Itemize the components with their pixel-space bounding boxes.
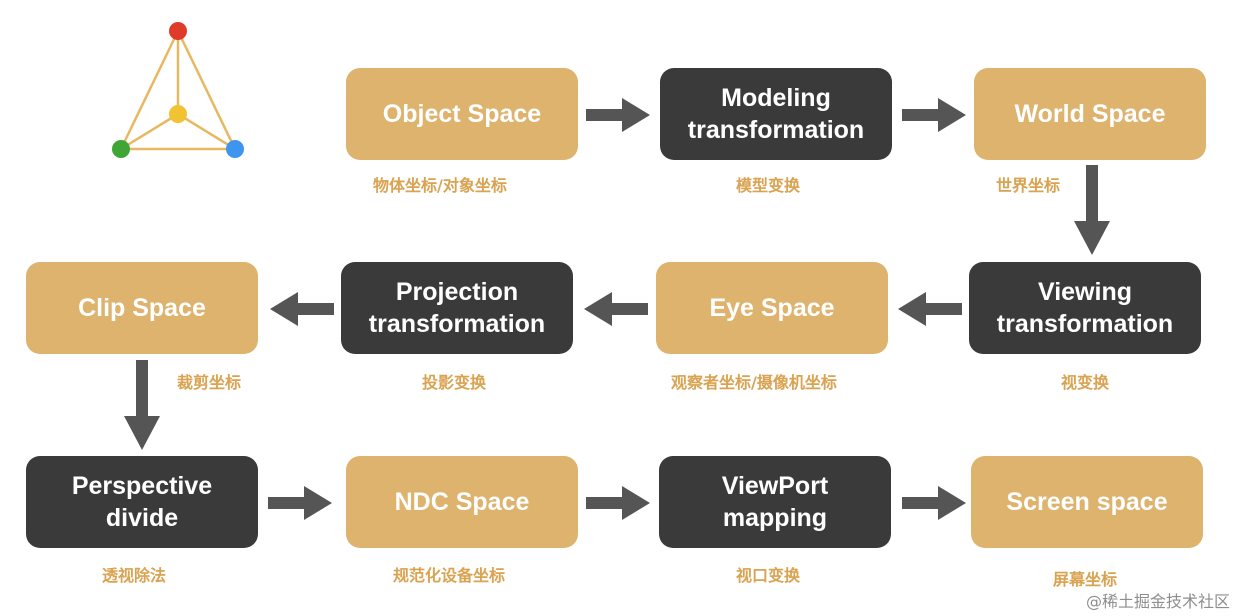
arrow-left-icon <box>584 292 648 326</box>
clip-space-node: Clip Space <box>26 262 258 354</box>
screen-space-node: Screen space <box>971 456 1203 548</box>
arrow-right-icon <box>902 98 966 132</box>
eye-space-caption: 观察者坐标/摄像机坐标 <box>671 373 837 392</box>
ndc-space-label: NDC Space <box>394 488 530 516</box>
arrow-down-icon <box>124 360 160 450</box>
viewing-transformation-node: Viewing transformation <box>969 262 1201 354</box>
arrow-left-icon <box>898 292 962 326</box>
world-space-caption: 世界坐标 <box>996 176 1061 195</box>
clip-space-label: Clip Space <box>78 294 206 322</box>
projection-transformation-label: Projection transformation <box>368 278 546 338</box>
arrow-left-icon <box>270 292 334 326</box>
tetrahedron-icon <box>112 22 244 158</box>
arrow-right-icon <box>268 486 332 520</box>
screen-space-label: Screen space <box>1006 488 1168 516</box>
perspective-divide-caption: 透视除法 <box>102 566 167 585</box>
modeling-transformation-label: Modeling transformation <box>687 84 865 144</box>
arrow-right-icon <box>586 98 650 132</box>
viewport-mapping-label: ViewPort mapping <box>721 472 829 532</box>
footer-watermark: @稀土掘金技术社区 <box>1085 592 1230 611</box>
object-space-node: Object Space <box>346 68 578 160</box>
arrow-down-icon <box>1074 165 1110 255</box>
viewport-mapping-caption: 视口变换 <box>736 566 801 585</box>
eye-space-label: Eye Space <box>709 294 835 322</box>
viewing-transformation-caption: 视变换 <box>1061 373 1110 392</box>
object-space-label: Object Space <box>382 100 542 128</box>
world-space-node: World Space <box>974 68 1206 160</box>
eye-space-node: Eye Space <box>656 262 888 354</box>
projection-transformation-caption: 投影变换 <box>422 373 487 392</box>
viewport-mapping-node: ViewPort mapping <box>659 456 891 548</box>
screen-space-caption: 屏幕坐标 <box>1053 570 1118 589</box>
modeling-transformation-node: Modeling transformation <box>660 68 892 160</box>
modeling-transformation-caption: 模型变换 <box>736 176 801 195</box>
perspective-divide-node: Perspective divide <box>26 456 258 548</box>
arrow-right-icon <box>586 486 650 520</box>
ndc-space-caption: 规范化设备坐标 <box>393 566 506 585</box>
viewing-transformation-label: Viewing transformation <box>996 278 1174 338</box>
object-space-caption: 物体坐标/对象坐标 <box>373 176 507 195</box>
projection-transformation-node: Projection transformation <box>341 262 573 354</box>
clip-space-caption: 裁剪坐标 <box>177 373 242 392</box>
world-space-label: World Space <box>1014 100 1166 128</box>
perspective-divide-label: Perspective divide <box>71 472 213 532</box>
arrow-right-icon <box>902 486 966 520</box>
ndc-space-node: NDC Space <box>346 456 578 548</box>
